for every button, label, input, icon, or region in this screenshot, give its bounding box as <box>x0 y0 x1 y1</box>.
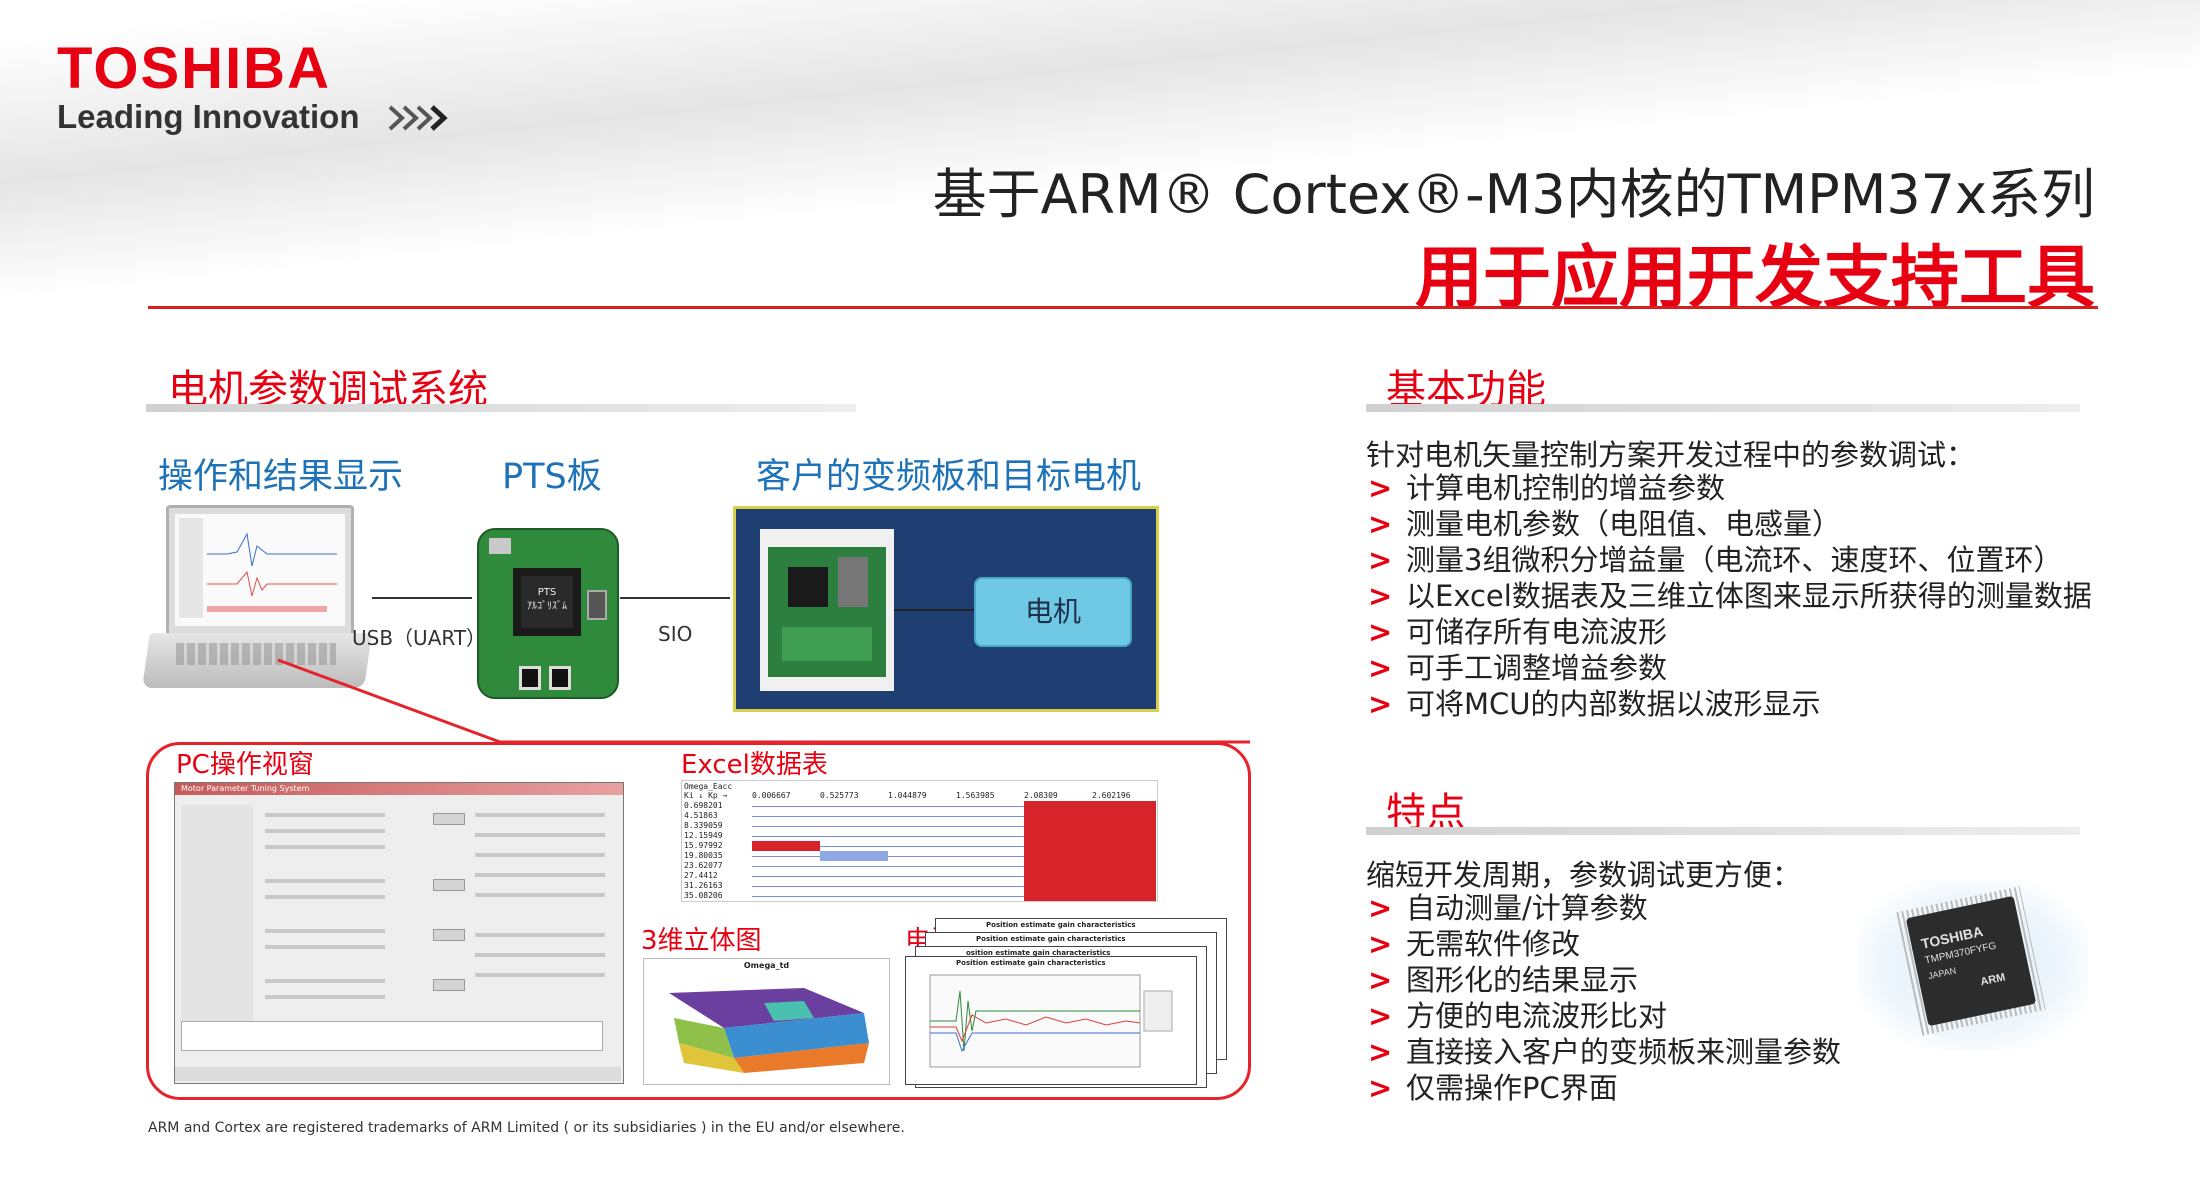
waveform-title: osition estimate gain characteristics <box>966 949 1111 957</box>
list-item: >以Excel数据表及三维立体图来显示所获得的测量数据 <box>1368 579 2092 613</box>
list-item: >可将MCU的内部数据以波形显示 <box>1368 687 1821 721</box>
list-item: >仅需操作PC界面 <box>1368 1071 1618 1105</box>
excel-header: 1.044879 <box>888 791 927 800</box>
callout-connector <box>277 658 1250 744</box>
toshiba-logo: TOSHIBA <box>57 36 331 101</box>
list-item: >可手工调整增益参数 <box>1368 651 1668 685</box>
excel-screenshot: Omega_Eacc Ki ↓ Kp → 0.006667 0.525773 1… <box>681 780 1158 902</box>
trademark-footnote: ARM and Cortex are registered trademarks… <box>148 1120 905 1136</box>
pc-window-screenshot: Motor Parameter Tuning System <box>174 782 624 1084</box>
list-item: >测量3组微积分增益量（电流环、速度环、位置环） <box>1368 543 2063 577</box>
current-waveform-plot <box>929 974 1173 1068</box>
features-list: >自动测量/计算参数 >无需软件修改 >图形化的结果显示 >方便的电流波形比对 … <box>1368 890 1841 1106</box>
sio-link-line <box>620 597 730 599</box>
excel-header: 1.563985 <box>956 791 995 800</box>
excel-header: 0.006667 <box>752 791 791 800</box>
list-item: >自动测量/计算参数 <box>1368 891 1648 925</box>
chart-3d-screenshot: Omega_td <box>643 958 890 1085</box>
pts-chip-line2: ｱﾙｺﾞﾘｽﾞﾑ <box>527 601 567 612</box>
triple-chevron-icon <box>388 105 448 131</box>
pts-chip-line1: PTS <box>537 587 557 598</box>
laptop-waveform <box>207 532 337 597</box>
screenshots-callout-box <box>146 742 1251 1100</box>
excel-header: 2.08309 <box>1024 791 1058 800</box>
laptop-illustration <box>142 505 372 700</box>
label-pts-board: PTS板 <box>502 457 602 497</box>
list-item: >计算电机控制的增益参数 <box>1368 471 1726 505</box>
chip-arm-mark: ARM <box>1979 971 2007 989</box>
page-title-line2: 用于应用开发支持工具 <box>1414 239 2095 318</box>
list-item: >可储存所有电流波形 <box>1368 615 1668 649</box>
waveform-title: Position estimate gain characteristics <box>956 959 1106 967</box>
section-bar <box>1366 404 2080 412</box>
basic-intro: 针对电机矢量控制方案开发过程中的参数调试： <box>1366 438 1976 472</box>
excel-header: 0.525773 <box>820 791 859 800</box>
excel-header: 2.602196 <box>1092 791 1131 800</box>
basic-functions-list: >计算电机控制的增益参数 >测量电机参数（电阻值、电感量） >测量3组微积分增益… <box>1368 470 2092 722</box>
list-item: >图形化的结果显示 <box>1368 963 1639 997</box>
page-title-line1: 基于ARM® Cortex®-M3内核的TMPM37x系列 <box>932 163 2095 226</box>
excel-row-labels: 0.698201 4.51863 8.339059 12.15949 15.97… <box>684 801 723 900</box>
excel-sheet-name: Omega_Eacc <box>684 782 733 791</box>
excel-label: Excel数据表 <box>681 750 828 780</box>
chart-3d-label: 3维立体图 <box>641 926 762 956</box>
list-item: >直接接入客户的变频板来测量参数 <box>1368 1035 1842 1069</box>
pc-window-titlebar: Motor Parameter Tuning System <box>175 783 623 795</box>
waveform-title: Position estimate gain characteristics <box>976 935 1126 943</box>
usb-link-line <box>372 597 472 599</box>
surface-plot <box>669 988 869 1073</box>
usb-uart-label: USB（UART） <box>352 626 487 650</box>
label-operation-display: 操作和结果显示 <box>158 457 404 497</box>
chart-3d-title: Omega_td <box>743 961 790 970</box>
customer-inverter-panel: 电机 <box>733 506 1159 712</box>
excel-header: Ki ↓ Kp → <box>684 791 728 800</box>
list-item: >无需软件修改 <box>1368 927 1581 961</box>
waveform-title: Position estimate gain characteristics <box>986 921 1136 929</box>
label-customer-inverter: 客户的变频板和目标电机 <box>756 457 1142 497</box>
motor-box: 电机 <box>974 577 1132 647</box>
list-item: >测量电机参数（电阻值、电感量） <box>1368 507 1842 541</box>
features-intro: 缩短开发周期，参数调试更方便： <box>1366 858 1802 892</box>
sio-label: SIO <box>658 622 693 646</box>
chip-origin: JAPAN <box>1927 965 1957 982</box>
inverter-board-photo <box>760 529 894 691</box>
waveform-front: Position estimate gain characteristics <box>905 956 1197 1085</box>
pts-board: PTS ｱﾙｺﾞﾘｽﾞﾑ <box>477 528 619 699</box>
pc-window-label: PC操作视窗 <box>176 750 314 780</box>
list-item: >方便的电流波形比对 <box>1368 999 1668 1033</box>
section-bar <box>1366 827 2080 835</box>
brand-tagline: Leading Innovation <box>57 98 360 135</box>
section-bar <box>146 404 856 412</box>
mcu-chip-image: TOSHIBA TMPM370FYFG JAPAN ARM <box>1858 880 2088 1050</box>
title-divider <box>148 306 2098 309</box>
